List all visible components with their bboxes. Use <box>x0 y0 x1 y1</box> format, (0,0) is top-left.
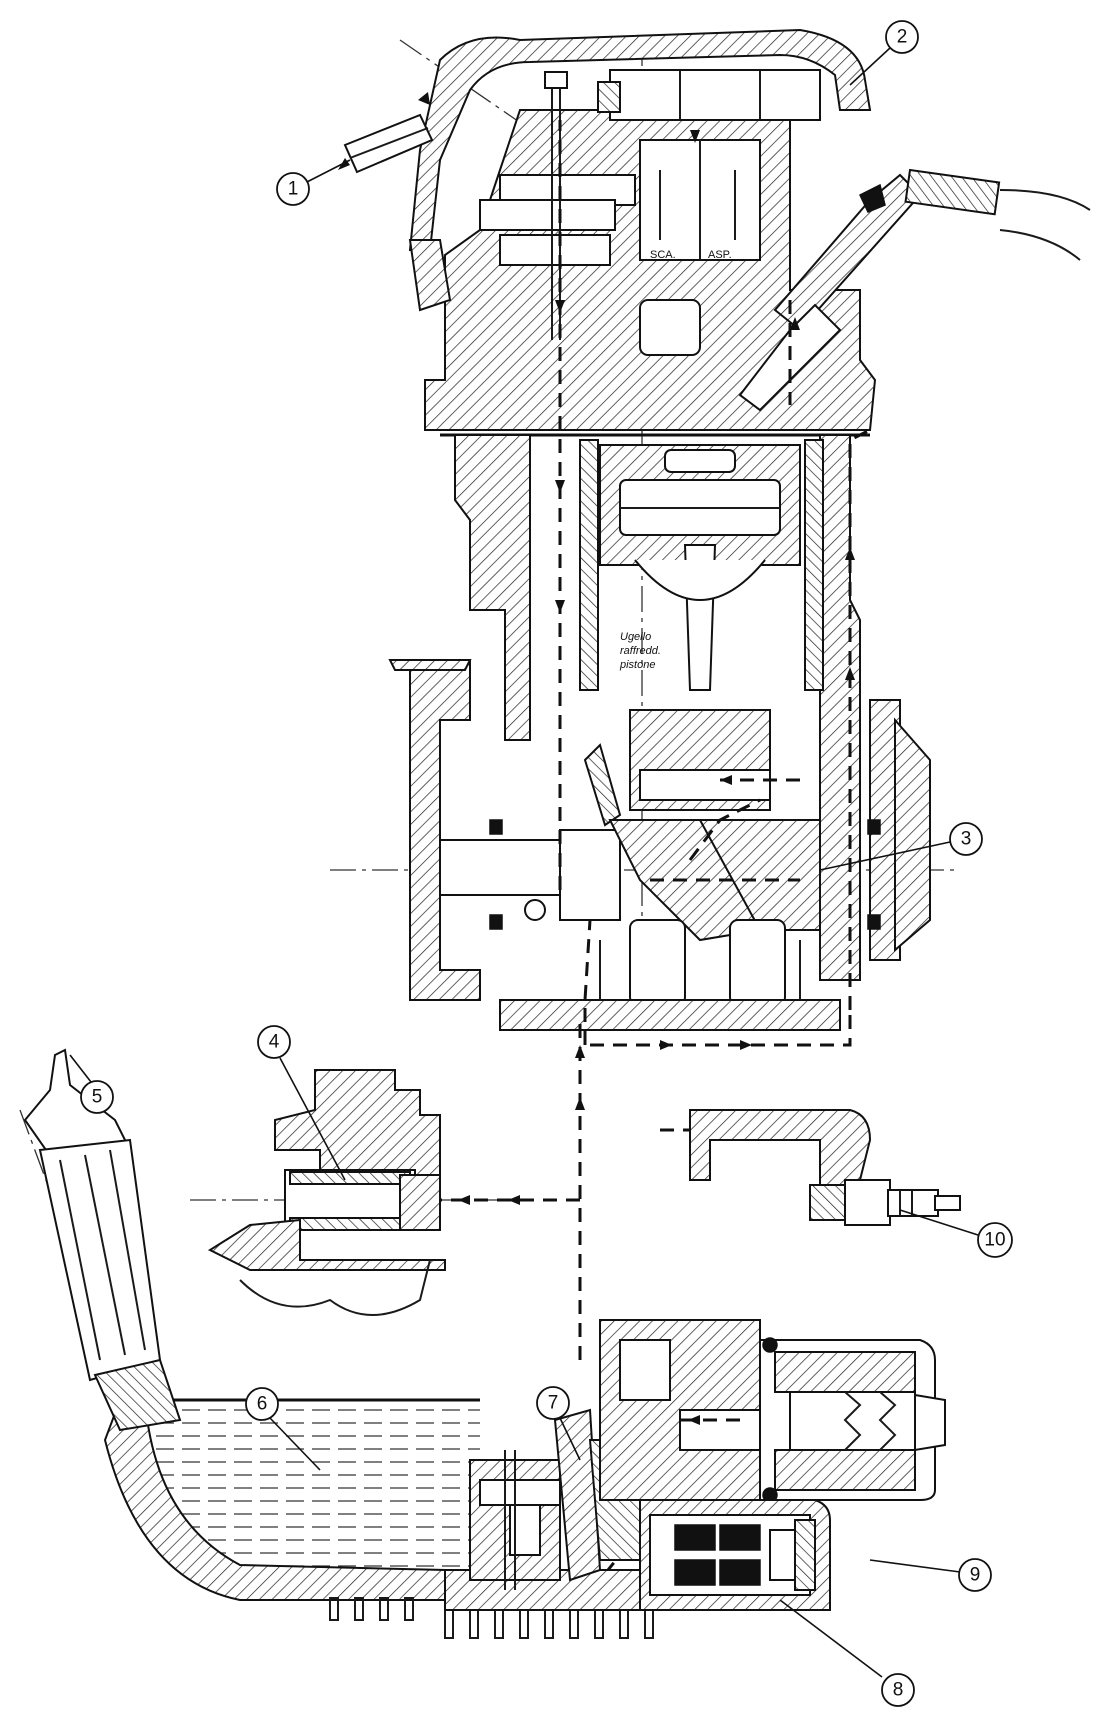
oil-flow-paths <box>338 92 871 1585</box>
callout-2: 2 <box>885 20 919 54</box>
callout-3: 3 <box>949 822 983 856</box>
detail-pressure-switch <box>689 1109 961 1226</box>
callout-label-9: 9 <box>970 1565 981 1586</box>
cylinder-head: SCA. ASP. <box>343 28 1091 437</box>
callout-6: 6 <box>245 1387 279 1421</box>
callout-label-5: 5 <box>92 1087 103 1108</box>
oil-filter-cartridge <box>639 1499 831 1611</box>
callout-4: 4 <box>257 1025 291 1059</box>
callout-7: 7 <box>536 1386 570 1420</box>
leader-lines <box>69 47 979 1678</box>
callout-9: 9 <box>958 1558 992 1592</box>
camshaft-exhaust-label: SCA. <box>650 249 676 261</box>
callout-label-2: 2 <box>897 27 908 48</box>
callout-label-6: 6 <box>257 1394 268 1415</box>
cylinder-block: Ugello raffredd. pistone <box>454 434 861 981</box>
callout-10: 10 <box>977 1222 1013 1258</box>
callout-label-1: 1 <box>288 179 299 200</box>
callout-5: 5 <box>80 1080 114 1114</box>
exhaust-pipe <box>343 113 434 174</box>
piston <box>599 444 801 566</box>
callout-8: 8 <box>881 1673 915 1707</box>
detail-filter-insert <box>207 1069 446 1316</box>
camshaft-intake-label: ASP. <box>708 249 732 261</box>
connecting-rod <box>634 544 766 691</box>
injector <box>738 168 1091 412</box>
callout-1: 1 <box>276 172 310 206</box>
piston-nozzle-label-2: raffredd. <box>620 645 661 657</box>
callout-label-8: 8 <box>893 1680 904 1701</box>
oil-filler-dipstick <box>23 1048 182 1432</box>
callout-label-3: 3 <box>961 829 972 850</box>
callout-label-7: 7 <box>548 1393 559 1414</box>
callout-label-4: 4 <box>269 1032 280 1053</box>
piston-nozzle-label-3: pistone <box>619 659 655 671</box>
piston-nozzle-label-1: Ugello <box>620 631 651 643</box>
pressure-regulator-valve <box>599 1319 946 1503</box>
callout-label-10: 10 <box>984 1230 1005 1251</box>
